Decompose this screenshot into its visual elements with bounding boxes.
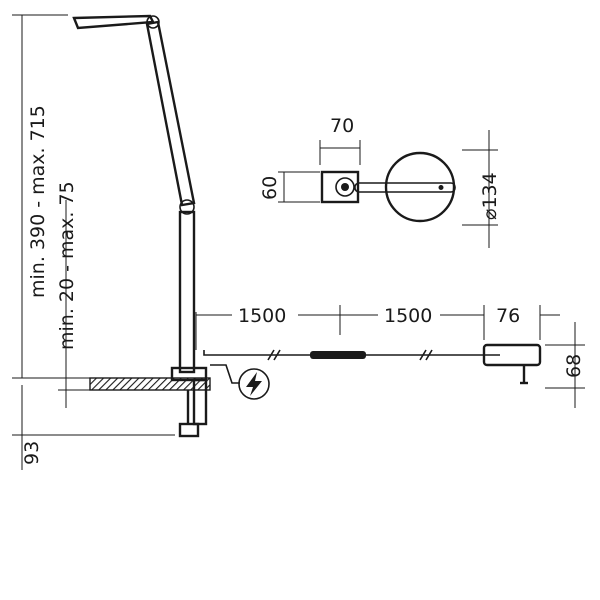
top-view: 70 60 ⌀134: [259, 115, 501, 248]
power-cable: [203, 349, 500, 384]
cable-dimensions: 1500 1500 76: [195, 305, 560, 350]
lamp-arm: [72, 14, 196, 374]
table-clamp: [89, 366, 211, 438]
adapter-height-label: 68: [563, 354, 585, 378]
adapter-width-label: 76: [496, 305, 520, 327]
head-height-label: 60: [259, 176, 281, 200]
cable-length-2-label: 1500: [384, 305, 432, 327]
power-plug-icon: [238, 368, 270, 400]
base-diameter-label: ⌀134: [479, 172, 501, 220]
clamp-range-dimension: min. 20 - max. 75: [56, 181, 90, 408]
head-width-label: 70: [330, 115, 354, 137]
clamp-depth-dimension: 93: [12, 385, 175, 470]
clamp-depth-label: 93: [21, 441, 43, 465]
adapter-height-dimension: 68: [545, 322, 585, 408]
height-dimension: min. 390 - max. 715: [12, 14, 90, 379]
power-adapter: [482, 343, 542, 385]
height-range-label: min. 390 - max. 715: [27, 105, 49, 298]
clamp-range-label: min. 20 - max. 75: [56, 181, 78, 350]
cable-length-1-label: 1500: [238, 305, 286, 327]
